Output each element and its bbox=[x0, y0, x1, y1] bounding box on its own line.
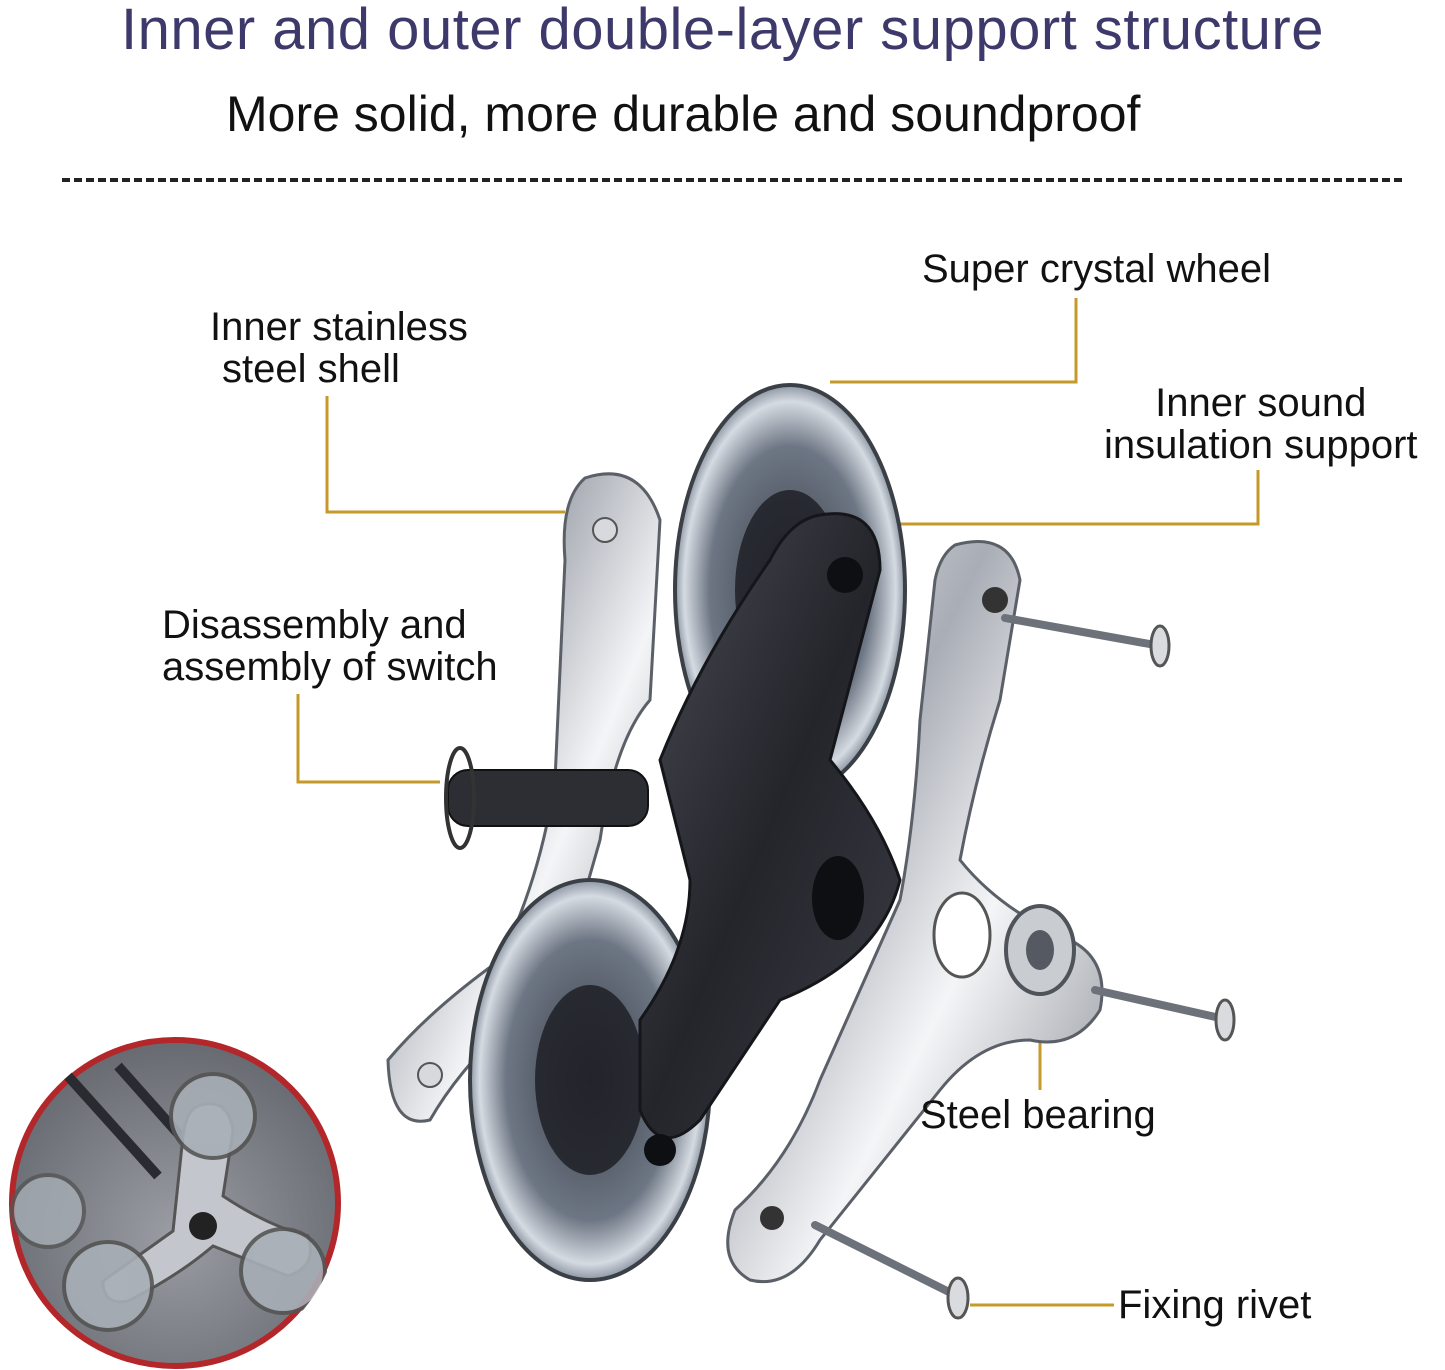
rivet-bottom-shaft bbox=[811, 1221, 959, 1299]
axle bbox=[447, 769, 649, 827]
label-steel-bearing: Steel bearing bbox=[920, 1093, 1156, 1137]
left-shell-pin-bottom bbox=[417, 1062, 443, 1088]
label-inner-steel-line2: steel shell bbox=[222, 347, 400, 391]
fixing-rivets bbox=[811, 614, 1224, 1299]
inset-wheel-right bbox=[239, 1227, 327, 1315]
label-sound-line2: insulation support bbox=[1104, 423, 1418, 467]
steel-bearing-inner bbox=[1026, 930, 1054, 970]
label-inner-stainless-steel-shell: Inner stainless steel shell bbox=[210, 306, 468, 390]
right-shell-hole-bottom bbox=[760, 1206, 784, 1230]
leader-inner-steel bbox=[325, 396, 565, 514]
label-disassembly-switch: Disassembly and assembly of switch bbox=[162, 604, 498, 688]
inset-wheel-top bbox=[169, 1072, 257, 1160]
label-disassembly-line1: Disassembly and bbox=[162, 603, 467, 647]
right-shell-hole-center bbox=[932, 891, 992, 979]
label-inner-sound-insulation-support: Inner sound insulation support bbox=[1104, 382, 1418, 466]
inset-product-photo bbox=[8, 1036, 342, 1370]
rivet-middle-shaft bbox=[1091, 986, 1224, 1022]
label-sound-line1: Inner sound bbox=[1155, 381, 1367, 425]
label-disassembly-line2: assembly of switch bbox=[162, 645, 498, 689]
rivet-bottom-head bbox=[946, 1276, 970, 1320]
label-inner-steel-line1: Inner stainless bbox=[210, 305, 468, 349]
switch-clip bbox=[444, 746, 476, 850]
inset-wheel-back bbox=[10, 1173, 86, 1249]
right-outer-steel-shell bbox=[726, 540, 1104, 1284]
label-super-crystal-wheel: Super crystal wheel bbox=[922, 247, 1272, 291]
inset-wheel-left bbox=[62, 1240, 154, 1332]
rivet-top-head bbox=[1149, 624, 1171, 668]
leader-crystal-wheel bbox=[830, 298, 1078, 384]
left-shell-pin-top bbox=[592, 517, 618, 543]
label-fixing-rivet: Fixing rivet bbox=[1118, 1283, 1312, 1327]
leader-sound-insulation bbox=[862, 470, 1260, 526]
inset-center-hub bbox=[189, 1212, 217, 1240]
lower-wheel-hub bbox=[535, 985, 645, 1175]
page-subtitle: More solid, more durable and soundproof bbox=[226, 86, 1141, 142]
inset-photo-graphic bbox=[9, 1037, 341, 1369]
bracket-hole-top bbox=[827, 557, 863, 593]
bracket-hole-bottom bbox=[644, 1134, 676, 1166]
dashed-divider bbox=[62, 178, 1402, 182]
rivet-top-shaft bbox=[1001, 614, 1159, 649]
bracket-hole-center bbox=[812, 856, 864, 940]
right-shell-hole-top bbox=[982, 587, 1008, 613]
rivet-middle-head bbox=[1214, 998, 1236, 1042]
leader-disassembly bbox=[296, 694, 440, 784]
page-title: Inner and outer double-layer support str… bbox=[120, 0, 1325, 62]
